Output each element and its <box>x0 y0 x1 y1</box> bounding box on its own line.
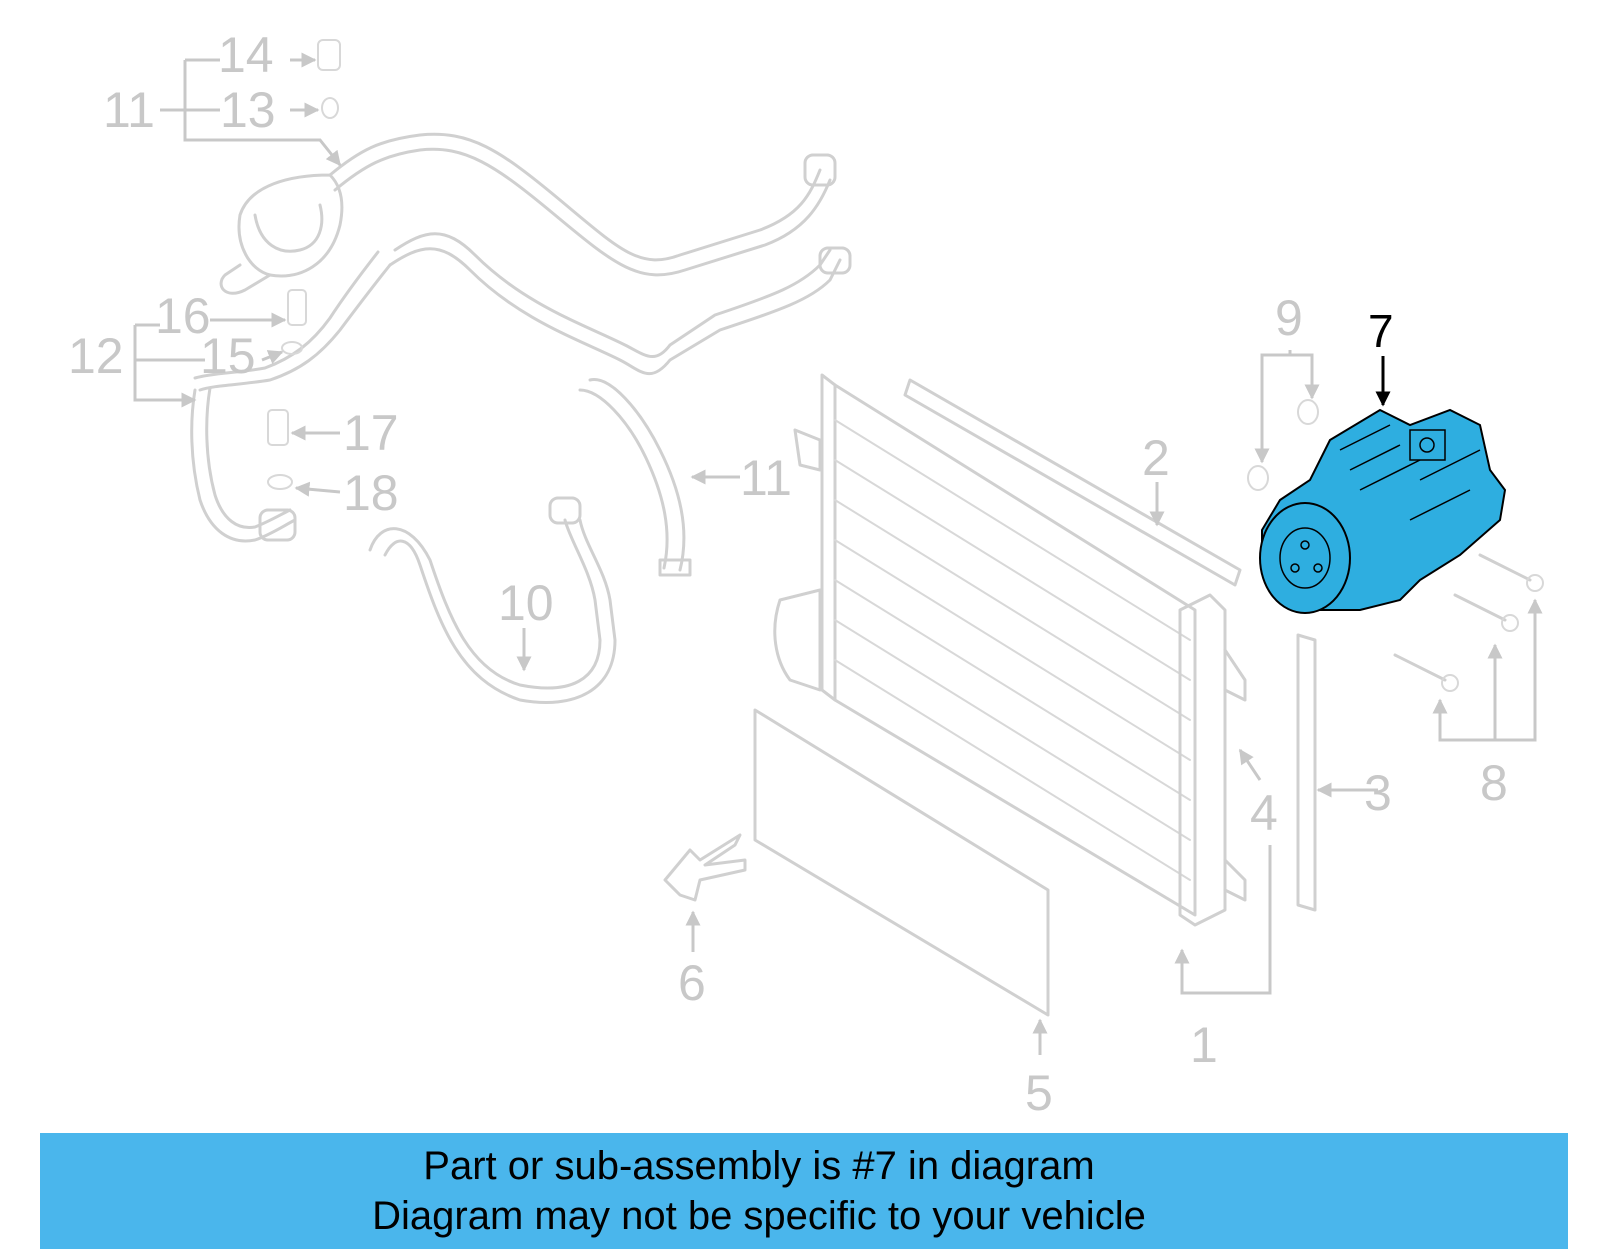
callout-15: 15 <box>200 328 256 384</box>
cap-14 <box>317 39 341 71</box>
callout-1: 1 <box>1190 1017 1218 1073</box>
callout-11-middle: 11 <box>740 450 792 506</box>
seal-strip-3 <box>1296 633 1317 912</box>
callout-8: 8 <box>1480 755 1508 811</box>
callout-lines <box>133 52 1543 1055</box>
info-banner: Part or sub-assembly is #7 in diagram Di… <box>40 1133 1568 1249</box>
ac-compressor <box>1259 408 1507 614</box>
callout-5: 5 <box>1025 1065 1053 1121</box>
callout-9: 9 <box>1275 290 1303 346</box>
fitting-parts <box>267 39 341 490</box>
pressure-switch-16 <box>287 289 307 326</box>
callout-numbers: 14 11 13 16 12 15 17 18 10 11 2 3 4 1 5 … <box>68 27 1508 1121</box>
callout-12: 12 <box>68 328 124 384</box>
ac-hose-11-middle <box>578 378 692 577</box>
callout-7-highlighted: 7 <box>1368 305 1394 357</box>
o-ring-9b <box>1247 465 1269 491</box>
callout-4: 4 <box>1250 785 1278 841</box>
air-guide-panel-5 <box>753 708 1050 1017</box>
ac-hose-10 <box>368 496 617 704</box>
callout-18: 18 <box>343 465 399 521</box>
callout-2: 2 <box>1142 430 1170 486</box>
seal-strip-2 <box>903 378 1242 587</box>
ac-hose-assembly-left <box>190 386 297 543</box>
callout-16: 16 <box>155 288 211 344</box>
condenser <box>773 373 1247 927</box>
callout-10: 10 <box>498 575 554 631</box>
cap-13 <box>321 97 339 119</box>
bolts-8 <box>1393 553 1544 692</box>
callout-14: 14 <box>218 27 274 83</box>
banner-line-part: Part or sub-assembly is #7 in diagram <box>423 1144 1095 1188</box>
callout-17: 17 <box>343 405 399 461</box>
callout-3: 3 <box>1364 765 1392 821</box>
callout-6: 6 <box>678 955 706 1011</box>
banner-line-disclaimer: Diagram may not be specific to your vehi… <box>372 1194 1146 1238</box>
bracket-6 <box>663 833 747 902</box>
callout-13: 13 <box>220 82 276 138</box>
ac-hose-assembly-upper <box>193 132 852 392</box>
o-ring-9a <box>1297 399 1319 425</box>
o-ring-18 <box>267 474 293 490</box>
o-ring-15 <box>281 341 303 355</box>
callout-11-top: 11 <box>103 82 155 138</box>
sensor-17 <box>267 409 289 446</box>
